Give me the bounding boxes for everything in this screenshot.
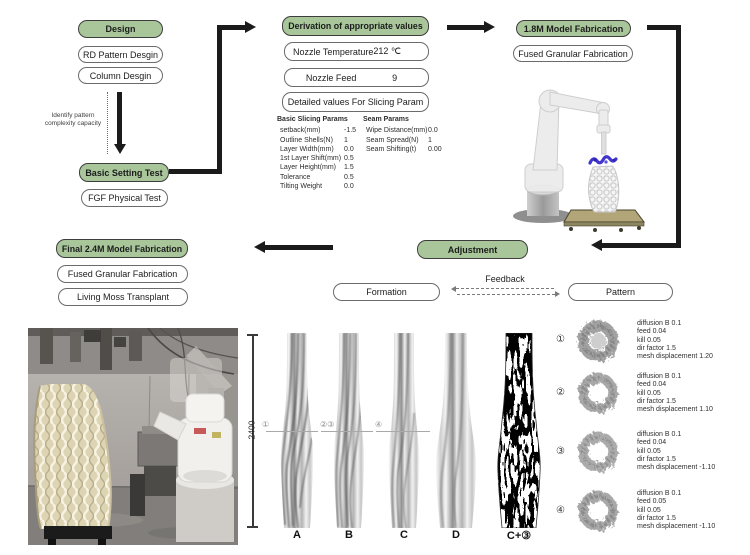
fab-18m-method-box: Fused Granular Fabrication xyxy=(513,45,633,62)
column-render-c3 xyxy=(497,333,541,528)
nozzle-feed-label: Nozzle Feed xyxy=(305,72,357,83)
column-label-b: B xyxy=(345,529,353,541)
pattern-id-4: ④ xyxy=(556,505,565,516)
rd-pattern-design-box: RD Pattern Desgin xyxy=(78,46,163,63)
feedback-arrow-left xyxy=(451,285,456,292)
fgf-physical-test-box: FGF Physical Test xyxy=(81,189,168,207)
refline-b xyxy=(321,431,373,432)
adjustment-box: Adjustment xyxy=(417,240,528,259)
pattern-id-2: ② xyxy=(556,387,565,398)
final-24m-method-box: Fused Granular Fabrication xyxy=(57,265,188,283)
photo-robot xyxy=(153,393,234,542)
nozzle-temperature-box: Nozzle Temperature 212 ℃ xyxy=(284,42,429,61)
photo-printed-column xyxy=(33,384,112,545)
connector-right-bottom xyxy=(602,243,681,248)
seam-params-title: Seam Params xyxy=(363,116,409,123)
nozzle-feed-box: Nozzle Feed 9 xyxy=(284,68,429,87)
dimension-label: 2400 xyxy=(246,420,257,440)
nozzle-feed-value: 9 xyxy=(392,72,398,83)
param-row: Layer Height(mm)1.5 xyxy=(280,164,354,172)
fab-18m-title-box: 1.8M Model Fabrication xyxy=(516,20,631,37)
column-label-c: C xyxy=(400,529,408,541)
basic-slicing-params: Basic Slicing Params setback(mm)-1.5 Out… xyxy=(277,115,361,191)
pattern-ring-4 xyxy=(578,491,618,531)
connector-bst-vertical xyxy=(217,25,222,174)
basic-slicing-params-title: Basic Slicing Params xyxy=(277,116,348,123)
connector-top-horizontal xyxy=(217,25,246,30)
living-moss-box: Living Moss Transplant xyxy=(58,288,188,306)
pattern-params-2: diffusion B 0.1 feed 0.04 kill 0.05 dir … xyxy=(637,373,713,414)
arrow-derivation-to-fab-shaft xyxy=(447,25,485,30)
robot-arm xyxy=(524,89,611,193)
derivation-title-box: Derivation of appropriate values xyxy=(282,16,429,36)
feedback-dash-bottom xyxy=(457,293,555,295)
column-label-a: A xyxy=(293,529,301,541)
nozzle-temperature-label: Nozzle Temperature xyxy=(293,46,374,57)
arrowhead-into-adjustment xyxy=(591,239,602,251)
pattern-params-1: diffusion B 0.1 feed 0.04 kill 0.05 dir … xyxy=(637,320,713,361)
design-to-test-arrowhead xyxy=(113,144,126,154)
marker-c: ④ xyxy=(375,420,383,429)
seam-params: Seam Params Wipe Distance(mm)0.0 Seam Sp… xyxy=(363,115,455,154)
dimension-line xyxy=(252,335,254,527)
connector-right-vertical xyxy=(676,25,681,248)
marker-a: ① xyxy=(262,420,270,429)
robot-fabrication-illustration xyxy=(513,89,645,232)
marker-b: ②③ xyxy=(320,420,335,429)
identify-note: Identify pattern complexity capacity xyxy=(44,112,102,127)
pattern-ring-1 xyxy=(577,320,619,362)
formation-box: Formation xyxy=(333,283,440,301)
pattern-id-1: ① xyxy=(556,334,565,345)
design-title-box: Design xyxy=(78,20,163,38)
column-render-d xyxy=(435,333,477,528)
basic-setting-test-box: Basic Setting Test xyxy=(79,163,169,182)
arrow-derivation-to-fab-head xyxy=(484,21,495,33)
feedback-label: Feedback xyxy=(485,274,525,284)
param-row: Outline Shells(N)1 xyxy=(280,136,348,144)
param-row: 1st Layer Shift(mm)0.5 xyxy=(280,155,354,163)
refline-c xyxy=(376,431,430,432)
param-row: Wipe Distance(mm)0.0 xyxy=(366,127,438,135)
column-render-c xyxy=(388,333,420,528)
pattern-params-3: diffusion B 0.1 feed 0.04 kill 0.05 dir … xyxy=(637,431,716,472)
design-to-test-arrow-shaft xyxy=(117,92,122,144)
pattern-box: Pattern xyxy=(568,283,673,301)
arrow-adjustment-to-final-shaft xyxy=(265,245,333,250)
dimension-cap-bottom xyxy=(247,526,258,528)
pattern-ring-2 xyxy=(578,373,618,413)
dimension-cap-top xyxy=(247,334,258,336)
param-row: setback(mm)-1.5 xyxy=(280,127,357,135)
column-label-d: D xyxy=(452,529,460,541)
pattern-id-3: ③ xyxy=(556,446,565,457)
nozzle-temperature-value: 212 ℃ xyxy=(373,46,401,56)
detailed-values-box: Detailed values For Slicing Param xyxy=(282,92,429,112)
arrowhead-into-derivation xyxy=(245,21,256,33)
connector-right-top xyxy=(647,25,680,30)
final-24m-title-box: Final 2.4M Model Fabrication xyxy=(56,239,188,258)
column-design-box: Column Desgin xyxy=(78,67,163,84)
arrow-adjustment-to-final-head xyxy=(254,241,265,253)
column-render-a xyxy=(280,333,314,528)
feedback-dash-top xyxy=(456,288,554,289)
pattern-ring-3 xyxy=(578,432,618,472)
lab-photo xyxy=(28,328,238,545)
param-row: Seam Spread(N)1 xyxy=(366,136,432,144)
param-row: Layer Width(mm)0.0 xyxy=(280,145,354,153)
feedback-arrow-right xyxy=(555,291,560,297)
pattern-params-4: diffusion B 0.1 feed 0.05 kill 0.05 dir … xyxy=(637,490,716,531)
column-label-c3: C+③ xyxy=(506,530,532,542)
connector-bst-horizontal xyxy=(169,169,222,174)
refline-a xyxy=(266,431,318,432)
dotted-connector xyxy=(107,92,108,154)
param-row: Seam Shifting(t)0.00 xyxy=(366,145,442,153)
column-render-b xyxy=(333,333,365,528)
